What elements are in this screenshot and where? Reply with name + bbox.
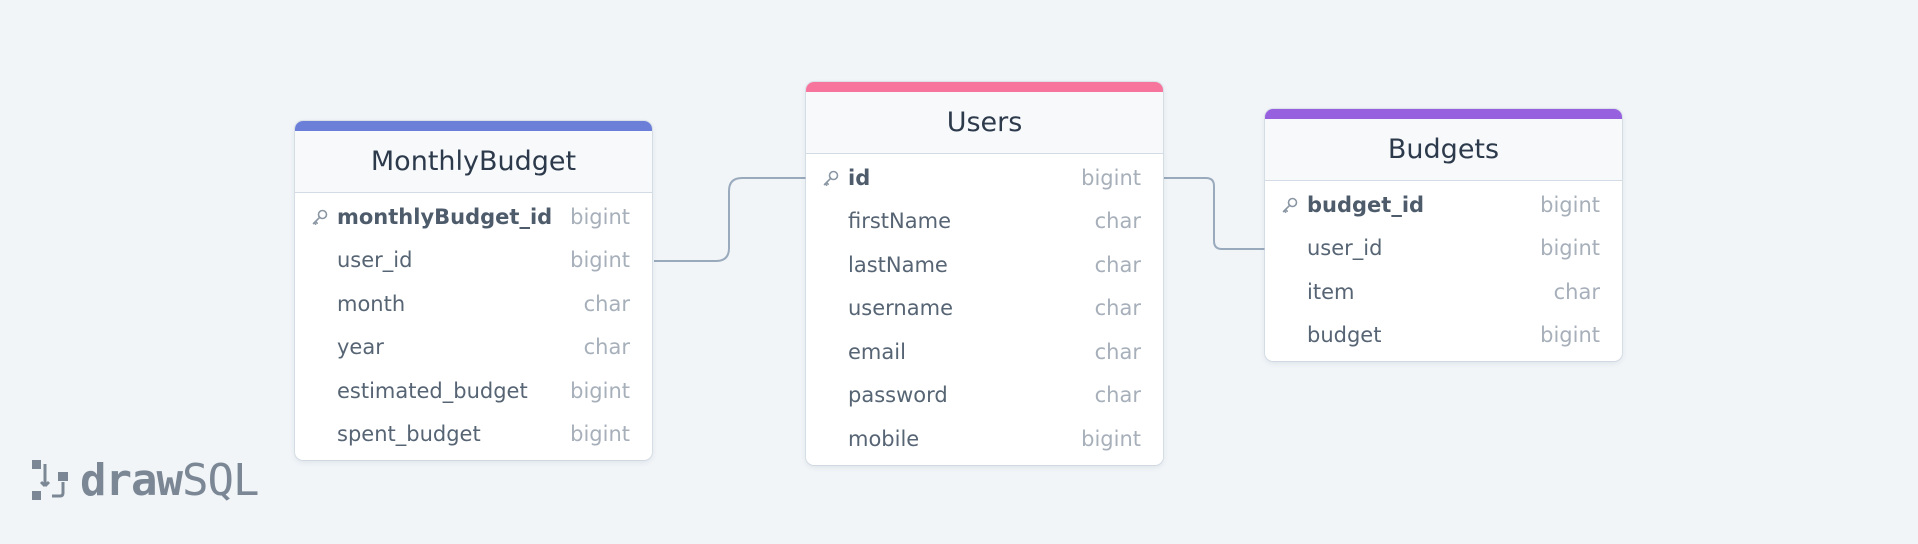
field-type: bigint	[1540, 236, 1600, 261]
field-name: user_id	[1307, 236, 1383, 261]
field-type: char	[583, 291, 630, 316]
key-slot-empty	[307, 337, 333, 357]
field-type: char	[1094, 296, 1141, 321]
field-type: char	[1553, 279, 1600, 304]
field-type: char	[1094, 339, 1141, 364]
field-name: spent_budget	[337, 422, 481, 447]
key-icon	[1277, 195, 1303, 215]
field-name: budget	[1307, 323, 1382, 348]
field-name: email	[848, 339, 906, 364]
key-slot-empty	[818, 255, 844, 275]
field-row[interactable]: email char	[806, 330, 1163, 374]
table-accent-bar	[1265, 109, 1622, 119]
field-type: bigint	[570, 204, 630, 229]
field-name: monthlyBudget_id	[337, 204, 553, 229]
table-accent-bar	[295, 121, 652, 131]
drawsql-logo-icon	[32, 459, 68, 500]
field-name: user_id	[337, 248, 413, 273]
field-type: char	[1094, 252, 1141, 277]
field-row[interactable]: firstName char	[806, 200, 1163, 244]
drawsql-logo: draw SQL	[30, 455, 259, 506]
key-slot-empty	[307, 250, 333, 270]
key-slot-empty	[818, 385, 844, 405]
field-type: bigint	[1081, 165, 1141, 190]
field-name: month	[337, 291, 406, 316]
field-row[interactable]: year char	[295, 326, 652, 370]
field-row[interactable]: user_id bigint	[1265, 227, 1622, 271]
key-slot-empty	[1277, 238, 1303, 258]
field-name: username	[848, 296, 953, 321]
field-row[interactable]: budget_id bigint	[1265, 183, 1622, 227]
table-title[interactable]: MonthlyBudget	[295, 131, 652, 193]
field-name: estimated_budget	[337, 378, 528, 403]
field-row[interactable]: user_id bigint	[295, 239, 652, 283]
field-row[interactable]: estimated_budget bigint	[295, 369, 652, 413]
field-type: bigint	[570, 422, 630, 447]
field-row[interactable]: lastName char	[806, 243, 1163, 287]
logo-text-draw: draw	[80, 455, 183, 506]
field-type: char	[1094, 209, 1141, 234]
field-name: budget_id	[1307, 192, 1425, 217]
field-name: year	[337, 335, 384, 360]
key-slot-empty	[818, 298, 844, 318]
logo-text-sql: SQL	[181, 455, 259, 506]
field-type: bigint	[570, 378, 630, 403]
key-slot-empty	[818, 211, 844, 231]
field-name: password	[848, 383, 948, 408]
key-slot-empty	[1277, 282, 1303, 302]
field-name: item	[1307, 279, 1355, 304]
field-row[interactable]: item char	[1265, 270, 1622, 314]
field-row[interactable]: password char	[806, 374, 1163, 418]
field-name: lastName	[848, 252, 948, 277]
table-title[interactable]: Budgets	[1265, 119, 1622, 181]
key-icon	[307, 207, 333, 227]
field-type: bigint	[570, 248, 630, 273]
key-slot-empty	[307, 424, 333, 444]
field-row[interactable]: monthlyBudget_id bigint	[295, 195, 652, 239]
field-type: char	[1094, 383, 1141, 408]
table-title[interactable]: Users	[806, 92, 1163, 154]
field-name: mobile	[848, 426, 920, 451]
field-name: id	[848, 165, 871, 190]
key-slot-empty	[307, 381, 333, 401]
field-row[interactable]: budget bigint	[1265, 314, 1622, 358]
field-type: bigint	[1540, 323, 1600, 348]
field-row[interactable]: mobile bigint	[806, 417, 1163, 461]
relation-budgets-users[interactable]	[1164, 177, 1266, 250]
field-name: firstName	[848, 209, 951, 234]
key-slot-empty	[307, 294, 333, 314]
field-row[interactable]: spent_budget bigint	[295, 413, 652, 457]
field-type: char	[583, 335, 630, 360]
key-slot-empty	[818, 429, 844, 449]
field-row[interactable]: id bigint	[806, 156, 1163, 200]
key-icon	[818, 168, 844, 188]
field-row[interactable]: month char	[295, 282, 652, 326]
field-type: bigint	[1540, 192, 1600, 217]
table-accent-bar	[806, 82, 1163, 92]
relation-monthlybudget-users[interactable]	[654, 177, 807, 262]
key-slot-empty	[1277, 325, 1303, 345]
key-slot-empty	[818, 342, 844, 362]
field-type: bigint	[1081, 426, 1141, 451]
field-row[interactable]: username char	[806, 287, 1163, 331]
